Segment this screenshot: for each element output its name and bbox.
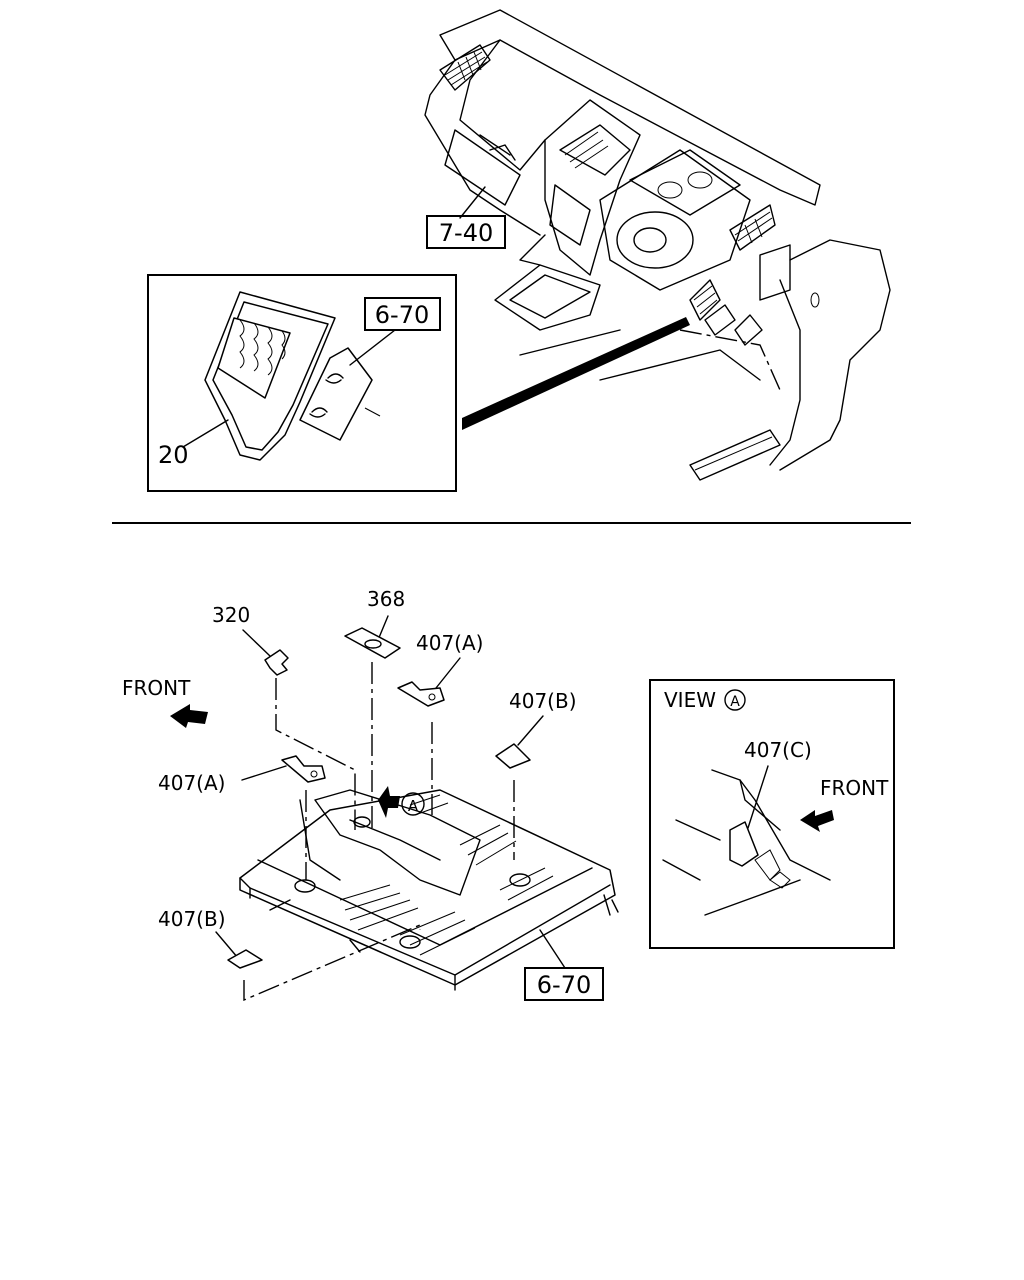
inset-part-label: 20 [158,441,189,469]
view-a-panel [649,679,895,949]
inset-frame [147,274,457,492]
floor-ref-box [524,967,604,1001]
inset-ref-box [364,297,441,331]
part-407a-top-label: 407(A) [416,631,483,655]
front-label-main: FRONT [122,676,191,700]
part-368-label: 368 [367,587,405,611]
part-407a-left-label: 407(A) [158,771,225,795]
part-368-shape [344,627,401,659]
part-320-label: 320 [212,603,250,627]
part-407b-bottom-label: 407(B) [158,907,226,931]
view-a-part-label: 407(C) [744,738,812,762]
view-a-arrow [378,786,400,818]
part-407a-left-shape [281,755,326,783]
view-a-title-marker: A [730,694,740,710]
part-407b-bottom-shape [227,949,263,969]
view-a-title: VIEW [664,688,716,712]
front-label-view: FRONT [820,776,889,800]
floor-panel-illustration: A [239,786,619,991]
view-a-marker: A [408,797,419,815]
view-a-illustration [662,769,831,916]
dash-ref-label: 7-40 [439,219,493,247]
dash-ref-box [426,215,506,249]
inset-ref-label: 6-70 [375,301,429,329]
floor-ref-label: 6-70 [537,971,591,999]
inset-vent-part [204,291,381,461]
part-407b-top-shape [495,743,531,769]
part-407b-top-label: 407(B) [509,689,577,713]
dashboard-illustration [424,9,891,481]
front-arrow-main [170,704,208,728]
front-arrow-view [800,810,834,832]
part-320-shape [264,649,289,676]
